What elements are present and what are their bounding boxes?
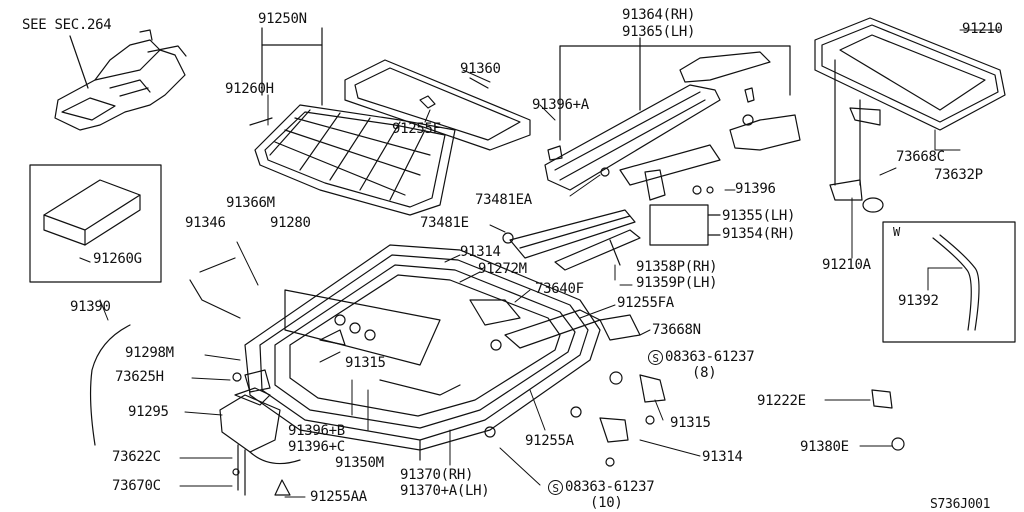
label-screw-2-qty: (10): [590, 495, 623, 511]
label-91255fa: 91255FA: [617, 295, 674, 311]
label-73625h: 73625H: [115, 369, 164, 385]
label-see-sec: SEE SEC.264: [22, 17, 112, 33]
label-91350m: 91350M: [335, 455, 384, 471]
label-73481ea: 73481EA: [475, 192, 532, 208]
leader-lines: [99, 29, 1001, 498]
inset-w-letter: W: [893, 225, 901, 239]
label-91390: 91390: [70, 299, 111, 315]
label-91370a: 91370+A(LH): [400, 483, 490, 499]
s-mark-icon: S: [648, 350, 663, 365]
label-73632p: 73632P: [934, 167, 983, 183]
label-91360: 91360: [460, 61, 501, 77]
label-73668c: 73668C: [896, 149, 945, 165]
label-91315-b: 91315: [670, 415, 711, 431]
label-91358p: 91358P(RH): [636, 259, 718, 275]
label-91255f: 91255F: [392, 121, 441, 137]
label-91354: 91354(RH): [722, 226, 796, 242]
label-73622c: 73622C: [112, 449, 161, 465]
label-91295: 91295: [128, 404, 169, 420]
label-91365: 91365(LH): [622, 24, 696, 40]
headliner-panel: [249, 27, 456, 216]
main-frame: [244, 244, 641, 461]
label-91255a: 91255A: [525, 433, 574, 449]
label-91260h: 91260H: [225, 81, 274, 97]
label-73640f: 73640F: [535, 281, 584, 297]
label-73670c: 73670C: [112, 478, 161, 494]
label-91355: 91355(LH): [722, 208, 796, 224]
label-73668n: 73668N: [652, 322, 701, 338]
label-91222e: 91222E: [757, 393, 806, 409]
diagram-code: S736J001: [930, 497, 991, 512]
drain-tubes: [89, 257, 241, 446]
label-91298m: 91298M: [125, 345, 174, 361]
hardware-right: [484, 339, 905, 467]
inset-w: [882, 221, 1016, 343]
deflector-frame: [344, 59, 531, 151]
label-91396c: 91396+C: [288, 439, 345, 455]
label-91314-b: 91314: [702, 449, 743, 465]
label-91396: 91396: [735, 181, 776, 197]
motor: [219, 369, 301, 496]
label-91396a: 91396+A: [532, 97, 589, 113]
label-91396b: 91396+B: [288, 423, 345, 439]
label-91250n: 91250N: [258, 11, 307, 27]
label-91272m: 91272M: [478, 261, 527, 277]
s-mark-icon: S: [548, 480, 563, 495]
label-91315-a: 91315: [345, 355, 386, 371]
label-91255aa: 91255AA: [310, 489, 367, 505]
screw-2-part: 08363-61237: [565, 479, 655, 495]
label-91392: 91392: [898, 293, 939, 309]
sec264-bracket: [54, 29, 187, 131]
side-rail-assembly: [544, 37, 801, 201]
label-91260g: 91260G: [93, 251, 142, 267]
label-91280: 91280: [270, 215, 311, 231]
label-91359p: 91359P(LH): [636, 275, 718, 291]
label-91370: 91370(RH): [400, 467, 474, 483]
label-91210a: 91210A: [822, 257, 871, 273]
lower-rail: [502, 209, 641, 271]
label-91346: 91346: [185, 215, 226, 231]
glass-panel: [814, 17, 1006, 213]
screw-1-part: 08363-61237: [665, 349, 755, 365]
inset-91260g: [29, 164, 162, 283]
bracket-callout: [649, 204, 721, 246]
label-91364: 91364(RH): [622, 7, 696, 23]
label-91380e: 91380E: [800, 439, 849, 455]
label-91314-a: 91314: [460, 244, 501, 260]
label-91366m: 91366M: [226, 195, 275, 211]
label-73481e: 73481E: [420, 215, 469, 231]
label-91210: 91210: [962, 21, 1003, 37]
label-screw-1-qty: (8): [692, 365, 717, 381]
